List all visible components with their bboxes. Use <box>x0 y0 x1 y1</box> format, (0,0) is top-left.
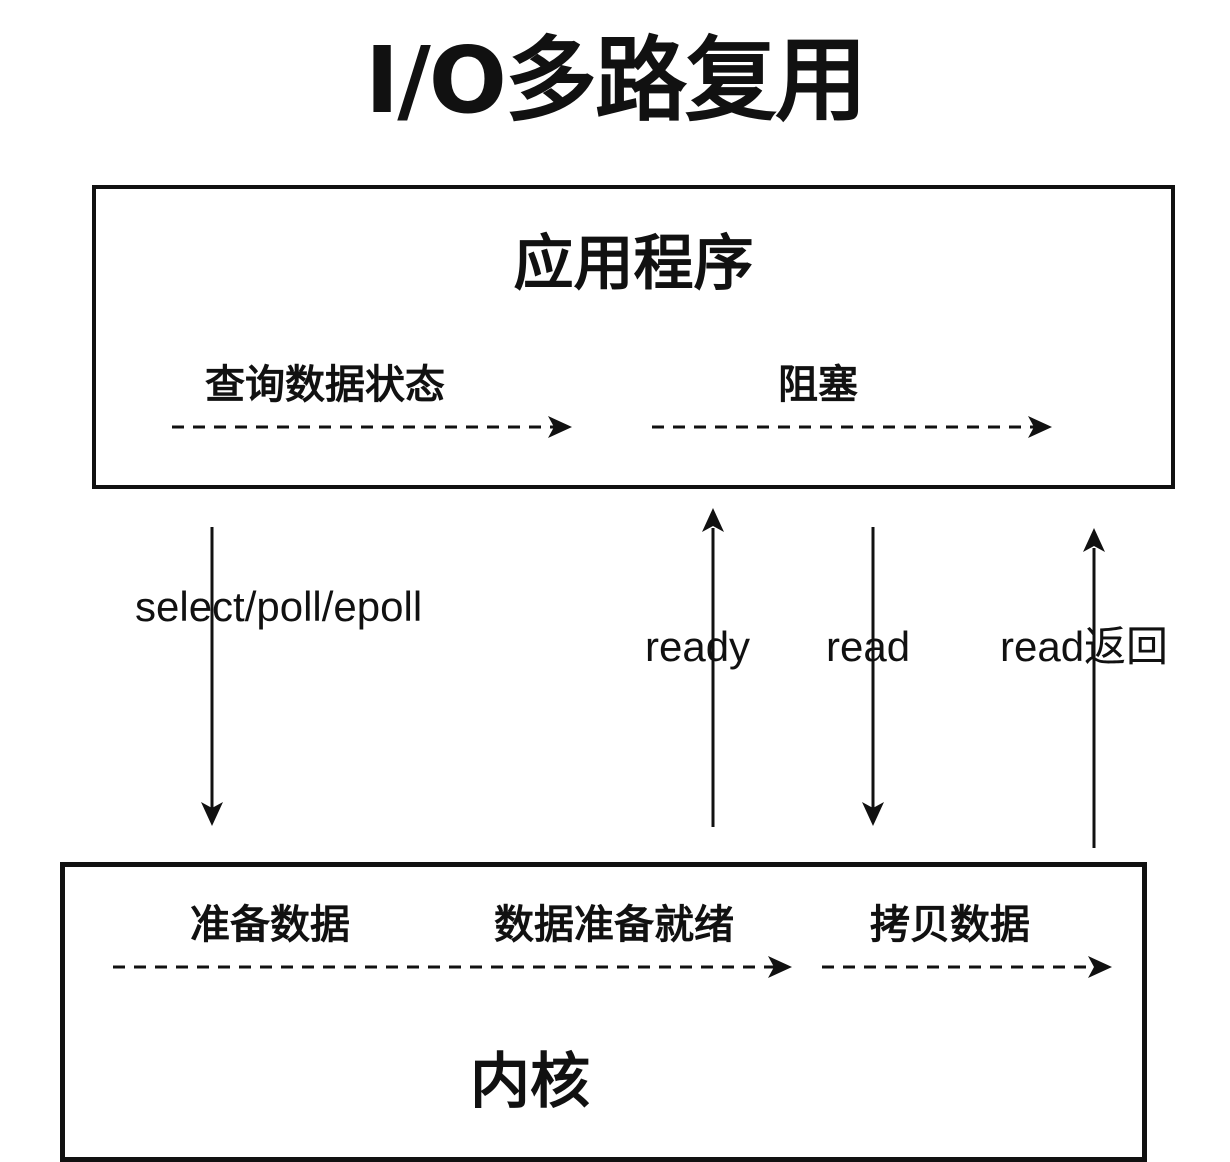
step-query-data-status: 查询数据状态 <box>205 362 445 408</box>
application-box <box>92 185 1175 489</box>
application-title: 应用程序 <box>513 229 754 299</box>
blocked-arrow-head <box>1028 416 1052 438</box>
read-return-label: read返回 <box>1000 623 1169 670</box>
ready-label: ready <box>645 623 751 670</box>
step-prepare-data: 准备数据 <box>190 902 350 948</box>
step-data-ready: 数据准备就绪 <box>494 902 734 948</box>
arrows-layer <box>113 416 1112 978</box>
select-arrow-head <box>201 802 223 826</box>
kernel-title: 内核 <box>470 1047 590 1117</box>
copy-data-arrow-head <box>1088 956 1112 978</box>
select-poll-epoll-label: select/poll/epoll <box>135 583 423 630</box>
ready-arrow-head <box>702 508 724 532</box>
diagram-title: I/O多路复用 <box>364 27 867 134</box>
step-blocked: 阻塞 <box>778 362 858 408</box>
query-status-arrow-head <box>548 416 572 438</box>
read-label: read <box>826 623 911 670</box>
read-return-arrow-head <box>1083 528 1105 552</box>
prepare-data-arrow-head <box>768 956 792 978</box>
read-arrow-head <box>862 802 884 826</box>
step-copy-data: 拷贝数据 <box>870 902 1030 948</box>
